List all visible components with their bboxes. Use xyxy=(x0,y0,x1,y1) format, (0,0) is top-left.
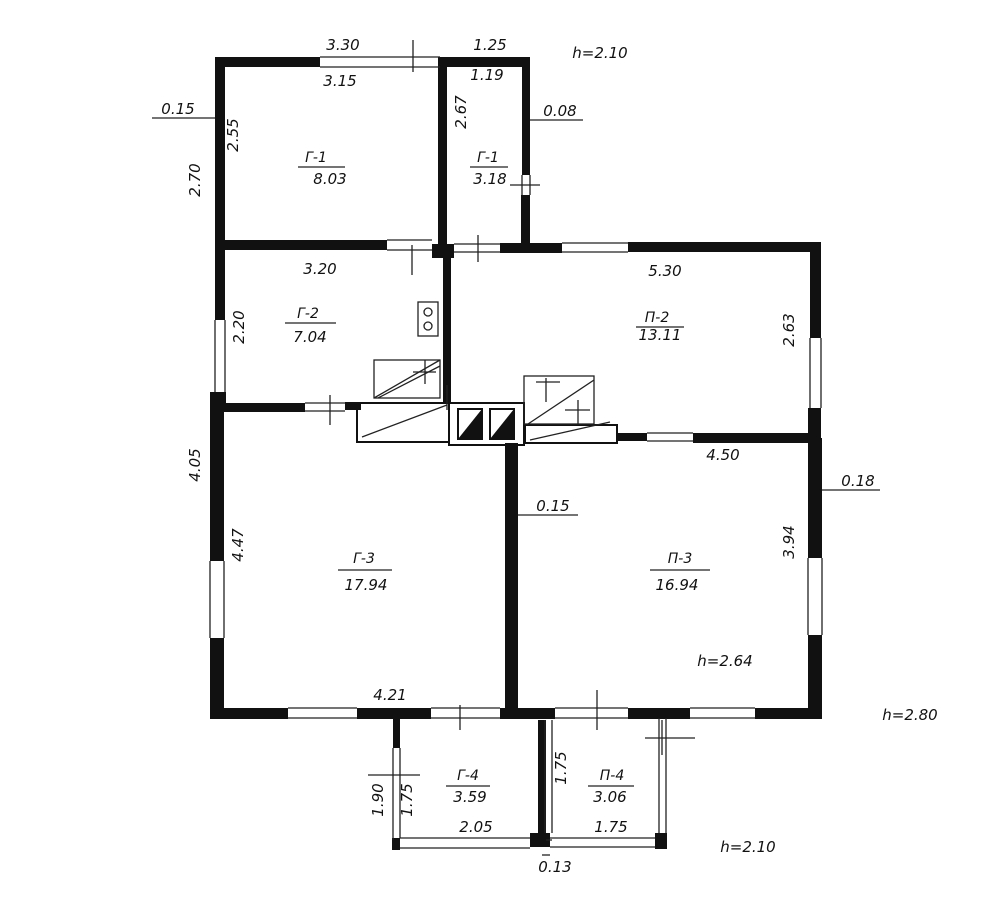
room-code: Г-1 xyxy=(305,150,327,166)
dimension-label: 3.15 xyxy=(323,72,356,90)
dimension-label: 2.67 xyxy=(452,95,470,129)
room-area: 3.06 xyxy=(593,788,626,806)
height-note: h=2.64 xyxy=(697,652,752,670)
dimension-label: 1.25 xyxy=(473,36,506,54)
room-code: Г-1 xyxy=(477,150,499,166)
height-notes: h=2.10 h=2.64 h=2.80 h=2.10 xyxy=(572,44,937,856)
dimension-label: 4.50 xyxy=(706,446,739,464)
dimension-label: 0.08 xyxy=(543,102,576,120)
dimension-label: 4.47 xyxy=(229,528,247,562)
room-area: 7.04 xyxy=(293,328,326,346)
dimension-label: 0.13 xyxy=(538,858,571,876)
room-labels: Г-1 8.03 Г-1 3.18 Г-2 7.04 П-2 13.11 Г-3… xyxy=(285,150,710,806)
dimension-label: 1.75 xyxy=(398,783,416,816)
dimension-label: 4.05 xyxy=(186,448,204,481)
dimension-label: 2.70 xyxy=(186,163,204,196)
room-area: 13.11 xyxy=(639,326,682,344)
room-area: 3.59 xyxy=(453,788,486,806)
dimension-lines xyxy=(152,40,880,856)
dimension-label: 5.30 xyxy=(648,262,681,280)
dimension-label: 0.15 xyxy=(161,100,194,118)
dimension-label: 0.18 xyxy=(841,472,874,490)
dimension-label: 1.75 xyxy=(552,751,570,784)
dimension-label: 2.55 xyxy=(224,118,242,151)
dimension-label: 3.20 xyxy=(303,260,336,278)
room-code: П-4 xyxy=(600,768,625,784)
height-note: h=2.10 xyxy=(572,44,627,62)
dimension-label: 2.63 xyxy=(780,313,798,346)
dimension-label: 3.94 xyxy=(780,525,798,558)
room-code: П-3 xyxy=(668,551,693,567)
dimension-label: 3.30 xyxy=(326,36,359,54)
room-area: 8.03 xyxy=(313,170,346,188)
windows xyxy=(209,56,823,849)
room-area: 16.94 xyxy=(656,576,699,594)
height-note: h=2.10 xyxy=(720,838,775,856)
room-code: Г-2 xyxy=(297,306,319,322)
stove-fixtures xyxy=(361,301,611,441)
dimension-label: 1.19 xyxy=(470,66,503,84)
room-code: Г-3 xyxy=(353,551,375,567)
dimension-label: 1.90 xyxy=(369,783,387,816)
height-note: h=2.80 xyxy=(882,706,937,724)
room-code: П-2 xyxy=(645,310,670,326)
dimension-label: 2.05 xyxy=(459,818,492,836)
dimension-texts: 3.30 3.15 1.25 1.19 0.15 0.08 2.70 2.55 … xyxy=(161,36,874,876)
dimension-label: 0.15 xyxy=(536,497,569,515)
dimension-label: 4.21 xyxy=(373,686,406,704)
room-code: Г-4 xyxy=(457,768,479,784)
room-area: 3.18 xyxy=(473,170,506,188)
dimension-label: 2.20 xyxy=(230,310,248,343)
dimension-label: 1.75 xyxy=(594,818,627,836)
room-area: 17.94 xyxy=(345,576,388,594)
